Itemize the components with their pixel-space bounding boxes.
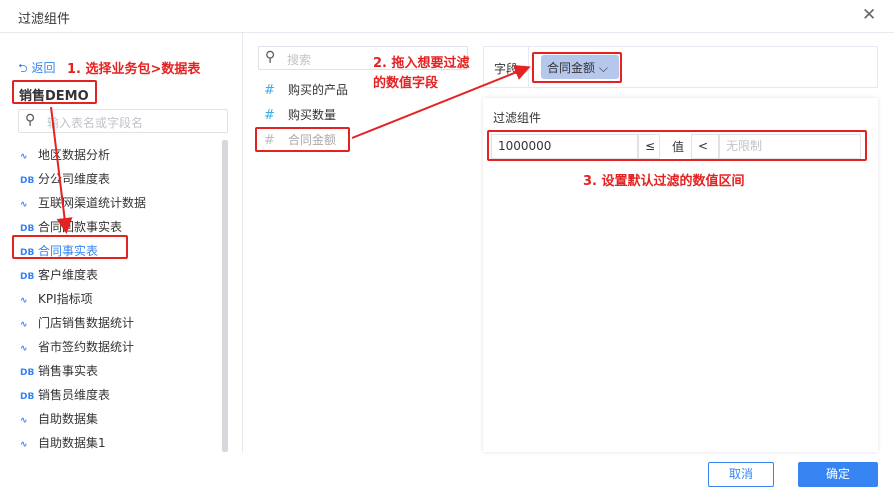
db-table-icon: DB — [20, 392, 35, 402]
field-item[interactable]: # 购买数量 — [264, 103, 336, 127]
table-label: 合同回款事实表 — [38, 220, 123, 234]
number-field-icon: # — [264, 108, 275, 123]
scrollbar[interactable] — [222, 140, 228, 452]
self-dataset-icon: ∿ — [20, 152, 28, 162]
db-table-icon: DB — [20, 176, 35, 186]
search-icon: ⚲ — [265, 49, 276, 65]
table-label: 省市签约数据统计 — [38, 340, 135, 354]
field-item[interactable]: # 购买的产品 — [264, 78, 348, 102]
db-table-icon: DB — [20, 248, 35, 258]
table-item[interactable]: ∿ 地区数据分析 — [20, 143, 146, 167]
db-table-icon: DB — [20, 368, 35, 378]
table-label: 合同事实表 — [38, 244, 99, 258]
search-placeholder: 搜索 — [287, 53, 312, 67]
table-item[interactable]: ∿ 门店销售数据统计 — [20, 311, 146, 335]
field-item-dragged[interactable]: # 合同金额 — [264, 128, 336, 152]
back-label: 返回 — [31, 61, 56, 75]
table-label: 自助数据集 — [38, 412, 99, 426]
search-placeholder: 输入表名或字段名 — [47, 116, 144, 130]
field-label: 合同金额 — [288, 133, 337, 147]
divider — [528, 47, 529, 87]
self-dataset-icon: ∿ — [20, 296, 28, 306]
operator-label: ≤ — [645, 139, 656, 153]
dialog-title: 过滤组件 — [18, 12, 71, 27]
step3-annotation: 3. 设置默认过滤的数值区间 — [583, 174, 745, 189]
field-drop-area[interactable]: 字段 合同金额 ⌵ — [483, 46, 878, 88]
table-label: 销售员维度表 — [38, 388, 111, 402]
min-operator-select[interactable]: ≤ — [638, 134, 660, 159]
max-operator-select[interactable]: < — [691, 134, 719, 159]
table-label: KPI指标项 — [38, 292, 93, 306]
table-label: 地区数据分析 — [38, 148, 111, 162]
step1-annotation: 1. 选择业务包>数据表 — [67, 62, 201, 77]
self-dataset-icon: ∿ — [20, 320, 28, 330]
annotation-box — [255, 127, 350, 152]
table-label: 客户维度表 — [38, 268, 99, 282]
self-dataset-icon: ∿ — [20, 200, 28, 210]
field-chip[interactable]: 合同金额 ⌵ — [541, 55, 619, 79]
field-label: 字段 — [494, 62, 519, 76]
chevron-down-icon: ⌵ — [598, 61, 608, 75]
back-icon: ⮌ — [18, 61, 28, 75]
back-button[interactable]: ⮌ 返回 — [18, 59, 55, 80]
table-label: 互联网渠道统计数据 — [38, 196, 147, 210]
cancel-button[interactable]: 取消 — [708, 462, 774, 487]
field-label: 购买的产品 — [288, 83, 349, 97]
table-item[interactable]: ∿ 自助数据集1 — [20, 431, 146, 455]
self-dataset-icon: ∿ — [20, 344, 28, 354]
table-item[interactable]: ∿ 省市签约数据统计 — [20, 335, 146, 359]
package-name: 销售DEMO — [19, 89, 89, 104]
annotation-box — [12, 80, 97, 104]
number-range-filter: 1000000 ≤ 值 < 无限制 — [491, 134, 861, 159]
table-label: 分公司维度表 — [38, 172, 111, 186]
panel-title: 过滤组件 — [493, 111, 542, 125]
chip-label: 合同金额 — [547, 61, 596, 75]
min-value-input[interactable]: 1000000 — [491, 134, 638, 159]
close-icon[interactable]: ✕ — [862, 5, 877, 25]
table-label: 销售事实表 — [38, 364, 99, 378]
search-icon: ⚲ — [25, 112, 36, 128]
annotation-box — [12, 235, 128, 259]
table-search-input[interactable]: ⚲ 输入表名或字段名 — [18, 109, 228, 133]
number-field-icon: # — [264, 83, 275, 98]
self-dataset-icon: ∿ — [20, 416, 28, 426]
db-table-icon: DB — [20, 272, 35, 282]
table-item[interactable]: ∿ 自助数据集 — [20, 407, 146, 431]
annotation-box — [532, 52, 622, 83]
max-value-input[interactable]: 无限制 — [719, 134, 861, 159]
annotation-box — [487, 130, 867, 161]
step2-annotation: 2. 拖入想要过滤的数值字段 — [373, 56, 470, 91]
table-item[interactable]: ∿ KPI指标项 — [20, 287, 146, 311]
table-label: 门店销售数据统计 — [38, 316, 135, 330]
dialog-header: 过滤组件 ✕ — [0, 0, 894, 33]
value-label: 值 — [672, 140, 685, 154]
table-item[interactable]: ∿ 互联网渠道统计数据 — [20, 191, 146, 215]
db-table-icon: DB — [20, 224, 35, 234]
self-dataset-icon: ∿ — [20, 440, 28, 450]
table-selector-panel: ⮌ 返回 1. 选择业务包>数据表 销售DEMO ⚲ 输入表名或字段名 ∿ 地区数据… — [0, 33, 243, 453]
field-label: 购买数量 — [288, 108, 337, 122]
table-label: 自助数据集1 — [38, 436, 106, 450]
operator-label: < — [698, 139, 709, 153]
confirm-button[interactable]: 确定 — [798, 462, 878, 487]
number-field-icon: # — [264, 133, 275, 148]
